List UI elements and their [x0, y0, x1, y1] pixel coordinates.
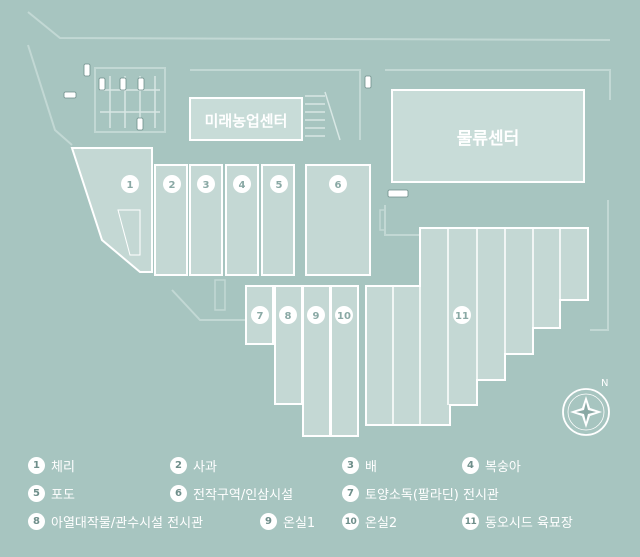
plot-8[interactable] [274, 285, 303, 405]
road-top [27, 11, 611, 41]
road-right [590, 200, 609, 331]
road-north [190, 69, 361, 140]
farm-center-label: 미래농업센터 [205, 112, 288, 130]
plot-marker-1: 1 [121, 175, 139, 193]
plot-marker-5: 5 [270, 175, 288, 193]
compass-icon: N [562, 378, 610, 436]
svg-text:1: 1 [127, 180, 134, 191]
legend-item-1: 1 체리 [28, 456, 75, 475]
svg-text:11: 11 [455, 311, 469, 322]
legend-badge: 4 [462, 457, 479, 474]
legend-label: 동오시드 육묘장 [485, 516, 573, 531]
legend-badge: 8 [28, 513, 45, 530]
plot-marker-6: 6 [329, 175, 347, 193]
legend-item-8: 8 아열대작물/관수시설 전시관 [28, 512, 203, 531]
logistics-center-label: 물류센터 [457, 129, 520, 149]
plot-1-inner [117, 209, 141, 256]
plot-marker-8: 8 [279, 306, 297, 324]
svg-text:3: 3 [203, 180, 210, 191]
plot-marker-3: 3 [197, 175, 215, 193]
legend-item-11: 11 동오시드 육묘장 [462, 512, 573, 531]
plot-marker-9: 9 [307, 306, 325, 324]
plots [70, 147, 589, 437]
logistics-center-building[interactable] [391, 89, 585, 183]
legend-badge: 6 [170, 485, 187, 502]
plot-markers: 1 2 3 4 5 6 7 8 9 10 11 [121, 175, 471, 324]
parking-lot [94, 67, 166, 133]
legend: 1 체리 2 사과 3 배 4 복숭아 5 포도 6 전작구역/인삼시설 7 토… [0, 452, 640, 552]
car-icons [63, 63, 409, 198]
parking-lines [100, 76, 160, 128]
posts [214, 209, 386, 311]
plot-11-dividers [392, 228, 561, 425]
road-left [27, 44, 73, 146]
svg-text:7: 7 [257, 311, 264, 322]
legend-item-6: 6 전작구역/인삼시설 [170, 484, 293, 503]
legend-badge: 5 [28, 485, 45, 502]
legend-label: 포도 [51, 488, 75, 503]
legend-label: 토양소독(팔라딘) 전시관 [365, 488, 499, 503]
legend-badge: 10 [342, 513, 359, 530]
plot-3[interactable] [189, 164, 223, 276]
legend-item-9: 9 온실1 [260, 512, 315, 531]
legend-label: 전작구역/인삼시설 [193, 488, 294, 503]
plot-4[interactable] [225, 164, 259, 276]
plot-marker-7: 7 [251, 306, 269, 324]
svg-text:9: 9 [313, 311, 320, 322]
legend-label: 온실1 [283, 516, 316, 531]
road-lower-left [171, 289, 245, 321]
svg-text:4: 4 [239, 180, 246, 191]
road-mid [384, 205, 422, 236]
compass-north-label: N [601, 378, 608, 389]
legend-badge: 3 [342, 457, 359, 474]
svg-text:8: 8 [285, 311, 292, 322]
legend-label: 아열대작물/관수시설 전시관 [51, 516, 204, 531]
svg-text:2: 2 [169, 180, 176, 191]
site-map: 미래농업센터 물류센터 [27, 11, 611, 437]
legend-badge: 2 [170, 457, 187, 474]
plot-marker-4: 4 [233, 175, 251, 193]
svg-text:6: 6 [335, 180, 342, 191]
legend-item-5: 5 포도 [28, 484, 75, 503]
svg-text:10: 10 [337, 311, 351, 322]
legend-label: 사과 [193, 460, 217, 475]
plot-marker-10: 10 [335, 306, 353, 324]
legend-item-4: 4 복숭아 [462, 456, 521, 475]
road-east [385, 69, 611, 100]
legend-item-2: 2 사과 [170, 456, 217, 475]
legend-label: 복숭아 [485, 460, 521, 475]
legend-label: 온실2 [365, 516, 398, 531]
legend-label: 배 [365, 460, 377, 475]
legend-badge: 7 [342, 485, 359, 502]
svg-text:5: 5 [276, 180, 283, 191]
legend-badge: 9 [260, 513, 277, 530]
legend-item-7: 7 토양소독(팔라딘) 전시관 [342, 484, 499, 503]
ramp [305, 91, 341, 141]
farm-center-building[interactable] [189, 97, 303, 141]
legend-item-3: 3 배 [342, 456, 377, 475]
legend-item-10: 10 온실2 [342, 512, 397, 531]
plot-marker-11: 11 [453, 306, 471, 324]
plot-marker-2: 2 [163, 175, 181, 193]
legend-badge: 1 [28, 457, 45, 474]
legend-badge: 11 [462, 513, 479, 530]
legend-label: 체리 [51, 460, 75, 475]
